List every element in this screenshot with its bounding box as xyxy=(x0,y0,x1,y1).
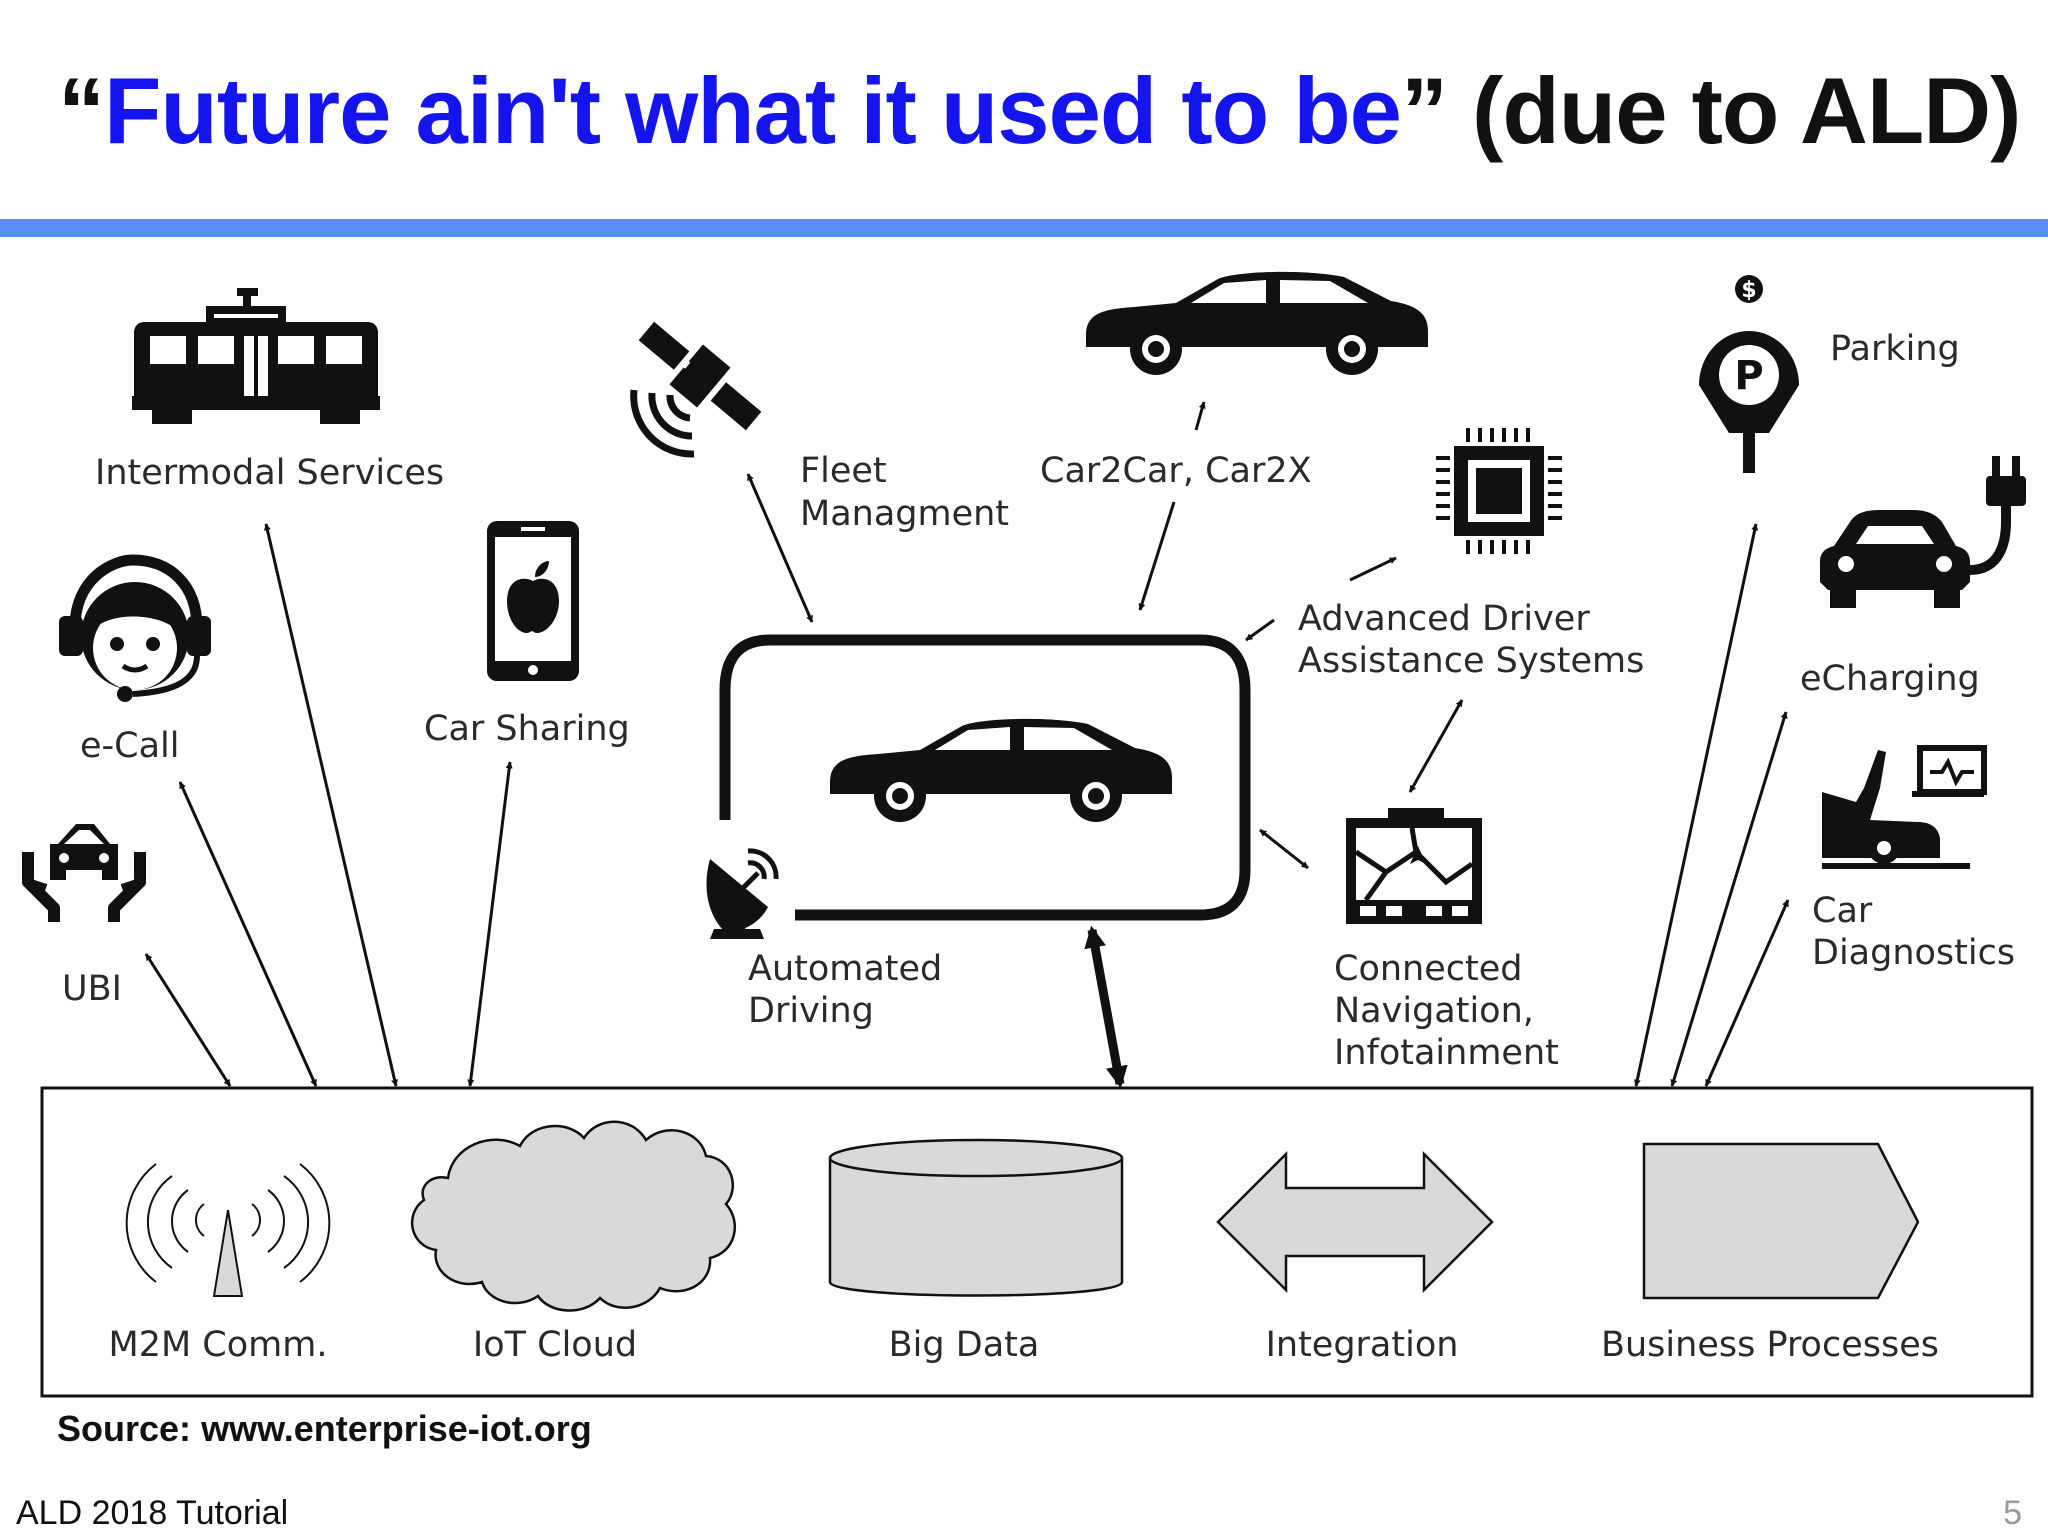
satellite-signal-icon xyxy=(630,389,695,458)
ev-charging-icon xyxy=(1820,456,2026,608)
svg-text:$: $ xyxy=(1741,278,1756,303)
title-accent-bar xyxy=(0,219,2048,237)
apple-logo-icon xyxy=(507,561,559,633)
arrow-ecall xyxy=(178,781,318,1087)
label-m2m: M2M Comm. xyxy=(109,1325,328,1365)
label-diag-2: Diagnostics xyxy=(1812,933,2015,973)
tram-icon xyxy=(132,288,380,424)
arrow-car-sharing xyxy=(467,761,513,1087)
page-number: 5 xyxy=(2003,1494,2022,1532)
label-big-data: Big Data xyxy=(889,1325,1040,1365)
label-nav-2: Navigation, xyxy=(1334,991,1534,1031)
double-arrow-icon xyxy=(1216,1150,1494,1294)
label-intermodal: Intermodal Services xyxy=(95,453,444,493)
label-car-sharing: Car Sharing xyxy=(424,709,630,749)
label-car2car: Car2Car, Car2X xyxy=(1040,451,1312,491)
parking-meter-icon: P $ xyxy=(1699,275,1799,473)
label-integration: Integration xyxy=(1266,1325,1459,1365)
label-automated-1: Automated xyxy=(748,949,942,989)
cloud-icon xyxy=(410,1120,737,1312)
car-center-icon xyxy=(830,718,1172,822)
label-adas-1: Advanced Driver xyxy=(1298,599,1590,639)
label-echarging: eCharging xyxy=(1800,659,1980,699)
satellite-icon xyxy=(638,321,762,431)
insurance-hands-car-icon xyxy=(22,824,146,922)
label-adas-2: Assistance Systems xyxy=(1298,641,1644,681)
label-diag-1: Car xyxy=(1812,891,1873,931)
label-fleet-1: Fleet xyxy=(800,451,887,491)
label-automated-2: Driving xyxy=(748,991,874,1031)
arrow-adas xyxy=(1245,618,1275,642)
arrow-nav-adas xyxy=(1408,699,1464,793)
car-top-icon xyxy=(1086,271,1428,375)
arrow-echarging xyxy=(1670,711,1788,1087)
arrow-fleet xyxy=(746,473,814,623)
label-nav-1: Connected xyxy=(1334,949,1522,989)
label-parking: Parking xyxy=(1830,329,1960,369)
pentagon-arrow-icon xyxy=(1642,1142,1920,1300)
slide-title: “Future ain't what it used to be” (due t… xyxy=(58,58,2021,163)
label-nav-3: Infotainment xyxy=(1334,1033,1559,1073)
source-url: www.enterprise-iot.org xyxy=(201,1408,592,1449)
footer-left: ALD 2018 Tutorial xyxy=(16,1494,289,1532)
title-quoted: Future ain't what it used to be xyxy=(104,58,1402,163)
arrow-intermodal xyxy=(264,523,398,1087)
antenna-icon xyxy=(125,1163,331,1297)
car-diagnostics-icon xyxy=(1822,745,1987,869)
arrow-car2car-up xyxy=(1194,401,1206,431)
label-ecall: e-Call xyxy=(80,726,180,766)
label-business-processes: Business Processes xyxy=(1601,1325,1939,1365)
arrow-box-nav xyxy=(1259,828,1309,870)
arrow-ubi xyxy=(144,953,232,1087)
arrow-main-link xyxy=(1084,925,1128,1089)
connector-arrows xyxy=(144,401,1790,1089)
label-fleet-2: Managment xyxy=(800,494,1009,534)
label-ubi: UBI xyxy=(62,969,122,1009)
gps-navigation-icon xyxy=(1346,808,1482,924)
arrow-chip xyxy=(1349,556,1397,582)
arrow-diagnostics xyxy=(1704,899,1790,1087)
title-suffix: (due to ALD) xyxy=(1446,58,2021,163)
chip-icon xyxy=(1436,428,1562,554)
radar-dish-icon xyxy=(706,848,779,939)
automated-driving-frame xyxy=(719,634,1251,921)
svg-text:P: P xyxy=(1734,353,1763,399)
headset-agent-icon xyxy=(59,554,211,702)
arrow-car2car xyxy=(1138,501,1176,611)
source-citation: Source: www.enterprise-iot.org xyxy=(57,1408,592,1449)
label-iot-cloud: IoT Cloud xyxy=(473,1325,637,1365)
arrow-parking xyxy=(1633,523,1759,1087)
smartphone-icon xyxy=(487,521,579,681)
database-cylinder-icon xyxy=(828,1138,1124,1297)
